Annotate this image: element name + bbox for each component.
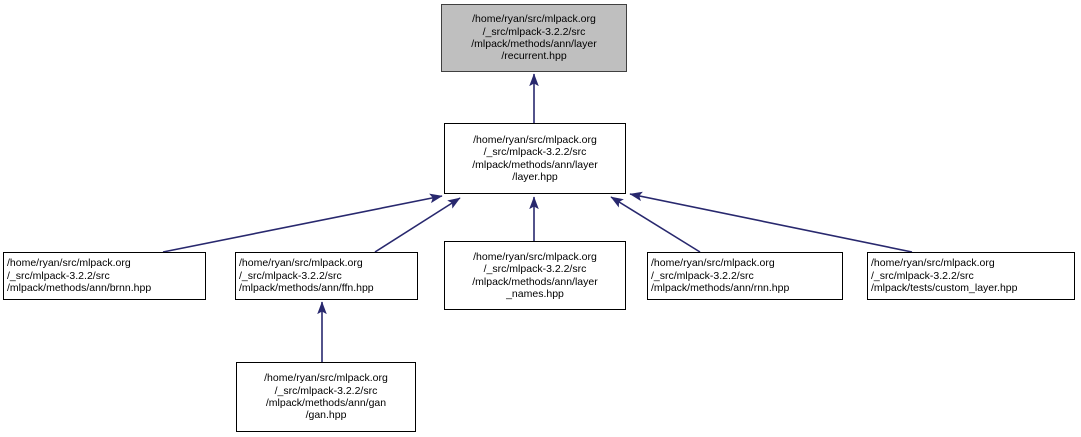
edge-customlayer-to-layer [629,191,913,253]
node-text-line: /recurrent.hpp [501,50,567,63]
node-text-line: /home/ryan/src/mlpack.org [7,257,131,270]
brnn-hpp-node[interactable]: /home/ryan/src/mlpack.org/_src/mlpack-3.… [3,252,206,300]
node-text-line: /_src/mlpack-3.2.2/src [651,269,754,282]
node-text-line: /_src/mlpack-3.2.2/src [483,146,587,159]
layer-names-hpp-node[interactable]: /home/ryan/src/mlpack.org/_src/mlpack-3.… [444,241,626,310]
node-text-line: /_src/mlpack-3.2.2/src [871,269,974,282]
node-text-line: /mlpack/methods/ann/rnn.hpp [651,282,790,295]
node-text-line: /mlpack/methods/ann/layer [471,38,597,50]
node-text-line: /home/ryan/src/mlpack.org [651,257,775,270]
node-text-line: /mlpack/methods/ann/brnn.hpp [7,282,152,295]
node-text-line: /mlpack/methods/ann/ffn.hpp [239,282,374,295]
node-text-line: /layer.hpp [512,170,558,183]
node-text-line: /mlpack/tests/custom_layer.hpp [871,282,1018,295]
edge-brnn-to-layer [162,193,443,253]
node-text-line: /home/ryan/src/mlpack.org [473,133,597,146]
node-text-line: _names.hpp [506,287,564,300]
node-text-line: /_src/mlpack-3.2.2/src [7,269,110,282]
node-text-line: /gan.hpp [305,409,347,422]
node-text-line: /home/ryan/src/mlpack.org [871,257,995,270]
recurrent-hpp-node[interactable]: /home/ryan/src/mlpack.org/_src/mlpack-3.… [441,4,627,72]
layer-hpp-node[interactable]: /home/ryan/src/mlpack.org/_src/mlpack-3.… [444,123,626,194]
rnn-hpp-node[interactable]: /home/ryan/src/mlpack.org/_src/mlpack-3.… [647,252,843,300]
node-text-line: /home/ryan/src/mlpack.org [264,372,388,385]
node-text-line: /home/ryan/src/mlpack.org [239,257,363,270]
custom-layer-hpp-node[interactable]: /home/ryan/src/mlpack.org/_src/mlpack-3.… [867,252,1075,300]
gan-hpp-node[interactable]: /home/ryan/src/mlpack.org/_src/mlpack-3.… [236,362,416,432]
node-text-line: /mlpack/methods/ann/layer [472,275,598,288]
node-text-line: /home/ryan/src/mlpack.org [473,250,597,263]
node-text-line: /home/ryan/src/mlpack.org [472,13,596,26]
node-text-line: /_src/mlpack-3.2.2/src [483,263,587,276]
node-text-line: /mlpack/methods/ann/gan [265,397,387,409]
ffn-hpp-node[interactable]: /home/ryan/src/mlpack.org/_src/mlpack-3.… [235,252,418,300]
node-text-line: /_src/mlpack-3.2.2/src [239,269,342,282]
node-text-line: /mlpack/methods/ann/layer [472,158,598,171]
node-text-line: /_src/mlpack-3.2.2/src [274,384,378,397]
node-text-line: /_src/mlpack-3.2.2/src [482,25,586,38]
